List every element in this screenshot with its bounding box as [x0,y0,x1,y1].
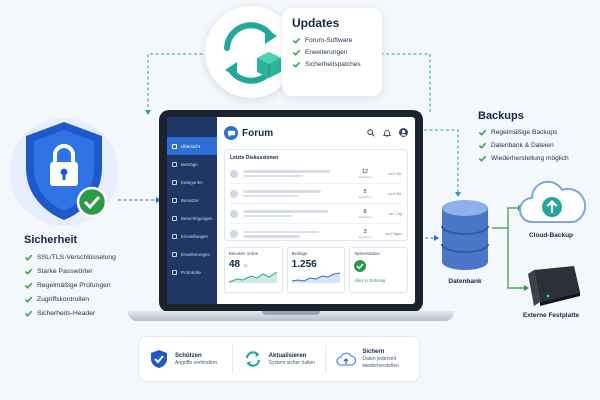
updates-item: Forum-Software [292,34,374,46]
puzzle-icon [172,251,177,257]
avatar [230,189,238,198]
refresh-icon [245,351,260,367]
sidebar-item-settings[interactable]: Einstellungen [167,227,217,245]
updates-title: Updates [292,16,340,30]
security-title: Sicherheit [24,234,78,246]
sidebar-item-posts[interactable]: Beiträge [167,155,217,173]
sparkline-icon [291,272,340,283]
backups-item: Wiederherstellung möglich [478,152,569,165]
user-icon [172,197,177,203]
discussions-title: Letzte Diskussionen [230,155,279,161]
avatar[interactable] [399,124,408,142]
avatar [230,169,238,178]
folder-icon [172,179,177,185]
sidebar-item-overview[interactable]: Übersicht [167,137,217,155]
sidebar-item-categories[interactable]: Kategorien [167,173,217,191]
refresh-package-icon [224,22,281,84]
stat-posts: Beiträge 1.256 [286,247,346,293]
forum-title: Forum [242,127,274,139]
backups-list: Regelmäßige Backups Datenbank & Dateien … [478,126,569,165]
stat-system-status: Systemstatus Alles in Ordnung [349,247,409,293]
external-hdd-icon [528,266,580,306]
security-item: Starke Passwörter [24,264,116,278]
bell-icon[interactable] [382,124,392,142]
check-icon [478,129,487,136]
check-icon [24,310,33,317]
backups-item: Datenbank & Dateien [478,139,569,152]
security-list: SSL/TLS-Verschlüsselung Starke Passwörte… [24,250,116,320]
laptop-base [128,311,454,321]
security-item: Regelmäßige Prüfungen [24,278,116,292]
check-icon [292,61,301,68]
cloud-upload-icon [336,352,357,366]
security-item: Sicherheits-Header [24,306,116,320]
check-icon [478,155,487,162]
security-item: Zugriffskontrollen [24,292,116,306]
database-label: Datenbank [448,278,482,285]
laptop-notch [262,311,320,315]
avatar [230,230,238,238]
external-hdd-label: Externe Festplatte [522,312,580,319]
gear-icon [172,233,177,239]
check-icon [24,282,33,289]
list-icon [172,269,177,275]
shield-lock-icon [10,118,118,226]
sidebar-item-permissions[interactable]: Berechtigungen [167,209,217,227]
laptop-screen: Übersicht Beiträge Kategorien Benutzer B… [159,110,423,312]
check-icon [478,142,487,149]
check-icon [292,37,301,44]
check-icon [292,49,301,56]
updates-icon-bubble [205,6,297,98]
posts-icon [172,161,177,167]
forum-header: Forum [224,123,408,143]
chat-icon [224,126,238,140]
check-icon [24,254,33,261]
security-item: SSL/TLS-Verschlüsselung [24,250,116,264]
backups-item: Regelmäßige Backups [478,126,569,139]
backups-title: Backups [478,110,524,122]
updates-card: Updates Forum-Software Erweiterungen Sic… [282,8,382,96]
database-icon [441,200,489,270]
sidebar-item-logs[interactable]: Protokolle [167,263,217,281]
sidebar-item-extensions[interactable]: Erweiterungen [167,245,217,263]
sparkline-icon [228,271,278,283]
cloud-backup-label: Cloud-Backup [528,232,574,239]
home-icon [172,143,177,149]
sidebar-item-users[interactable]: Benutzer [167,191,217,209]
check-circle-icon [354,260,367,272]
forum-sidebar: Übersicht Beiträge Kategorien Benutzer B… [167,117,217,304]
check-icon [24,268,33,275]
updates-item: Sicherheitspatches [292,58,374,70]
updates-item: Erweiterungen [292,46,374,58]
forum-app: Übersicht Beiträge Kategorien Benutzer B… [167,117,415,304]
shield-check-icon [151,350,167,368]
cloud-upload-icon [519,180,586,223]
avatar [230,209,238,218]
check-icon [24,296,33,303]
search-icon[interactable] [367,124,375,142]
key-icon [172,215,177,221]
